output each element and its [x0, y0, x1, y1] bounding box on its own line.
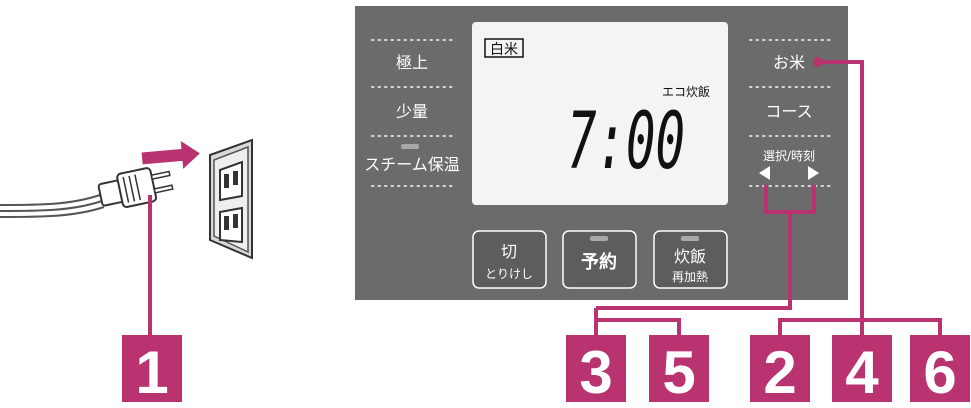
- menu-label-steam-hoon: スチーム保温: [364, 155, 460, 174]
- step-6-badge: [910, 335, 970, 402]
- step-markers: 1 3 5 2 4 6: [122, 335, 970, 406]
- step-4-label: 4: [845, 339, 879, 406]
- step-1-badge: [122, 335, 182, 402]
- right-arrow-icon[interactable]: [808, 166, 819, 180]
- leader-lines: [594, 60, 942, 335]
- cook-button-label: 炊飯: [674, 247, 706, 266]
- menu-label-shoryo: 少量: [396, 102, 428, 121]
- left-arrow-icon[interactable]: [759, 166, 770, 180]
- step-3-label: 3: [579, 339, 612, 406]
- time-readout: 7:00: [567, 97, 685, 187]
- menu-label-okome: お米: [773, 53, 805, 72]
- plug-illustration: [0, 138, 253, 335]
- off-button[interactable]: 切 とりけし: [472, 230, 547, 289]
- off-button-sublabel: とりけし: [485, 267, 533, 281]
- off-button-label: 切: [501, 242, 517, 261]
- step-2-label: 2: [763, 339, 796, 406]
- wall-outlet: [209, 138, 253, 260]
- timer-lamp: [590, 236, 608, 241]
- step-5-badge: [649, 335, 709, 402]
- menu-label-select-time: 選択/時刻: [763, 149, 815, 163]
- steam-indicator-lamp: [401, 144, 419, 149]
- cook-button-sublabel: 再加熱: [672, 270, 708, 284]
- insert-arrow: [141, 141, 200, 169]
- step-3-badge: [566, 335, 626, 402]
- step-5-label: 5: [662, 339, 695, 406]
- menu-label-gokujo: 極上: [396, 53, 428, 72]
- step-1-label: 1: [135, 339, 168, 406]
- mode-badge: [484, 38, 524, 58]
- okome-marker: [813, 57, 823, 67]
- mode-badge-text: 白米: [490, 42, 518, 58]
- timer-button-label: 予約: [581, 251, 617, 273]
- control-panel: 極上 少量 スチーム保温 白米 エコ炊飯 7:00 お米 コース 選択/時刻 切…: [355, 6, 848, 300]
- step-4-badge: [832, 335, 892, 402]
- lcd-display: [472, 22, 728, 205]
- menu-label-course: コース: [765, 102, 812, 121]
- course-indicator: エコ炊飯: [662, 84, 710, 99]
- cook-button[interactable]: 炊飯 再加熱: [653, 230, 728, 289]
- step-2-badge: [750, 335, 810, 402]
- timer-button[interactable]: 予約: [562, 230, 637, 289]
- cook-lamp: [681, 236, 699, 241]
- step-6-label: 6: [923, 339, 956, 406]
